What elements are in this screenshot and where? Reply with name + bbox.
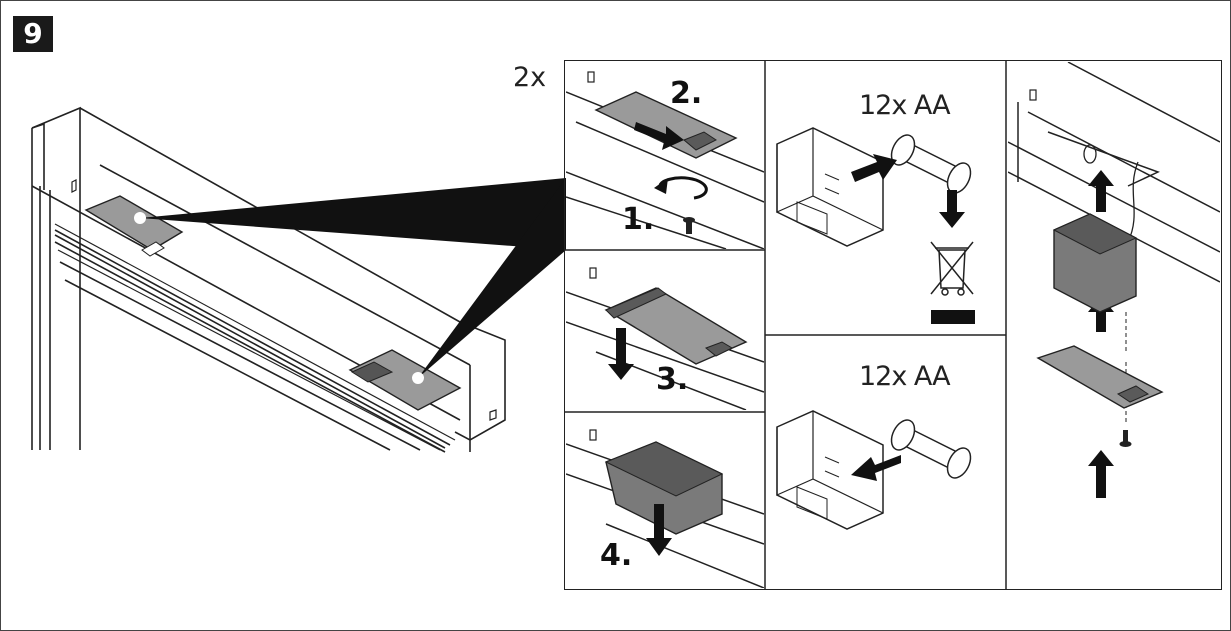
step-2-label: 2. (670, 76, 703, 111)
step-4-label: 4. (600, 538, 633, 573)
aa-battery-icon (890, 134, 972, 194)
cell-lower-cover: 3. (566, 252, 764, 410)
arrow-icon (608, 328, 634, 380)
screw-icon (1119, 430, 1132, 447)
screw-icon (683, 217, 695, 234)
crossed-out-wheelie-bin-icon (930, 241, 974, 296)
step-number-badge: 9 (13, 16, 53, 52)
step-3-label: 3. (656, 362, 689, 397)
cell-insert-batteries: 12x AA (767, 337, 1005, 588)
cell-reassemble (1008, 62, 1220, 588)
quantity-label: 2x (513, 62, 547, 93)
cell-open-cover: 2. 1. (566, 62, 764, 249)
arrow-icon (851, 455, 901, 481)
instruction-panel (564, 60, 1222, 590)
aa-battery-icon (890, 419, 972, 479)
insert-batteries-label: 12x AA (859, 361, 951, 392)
cell-remove-batteries: 12x AA (767, 62, 1005, 334)
arrow-icon (646, 504, 672, 556)
cell-remove-battery-holder: 4. (566, 414, 764, 588)
remove-batteries-label: 12x AA (859, 90, 951, 121)
arrow-icon (851, 154, 965, 228)
step-1-label: 1. (622, 202, 655, 237)
arrow-icon (634, 122, 684, 150)
